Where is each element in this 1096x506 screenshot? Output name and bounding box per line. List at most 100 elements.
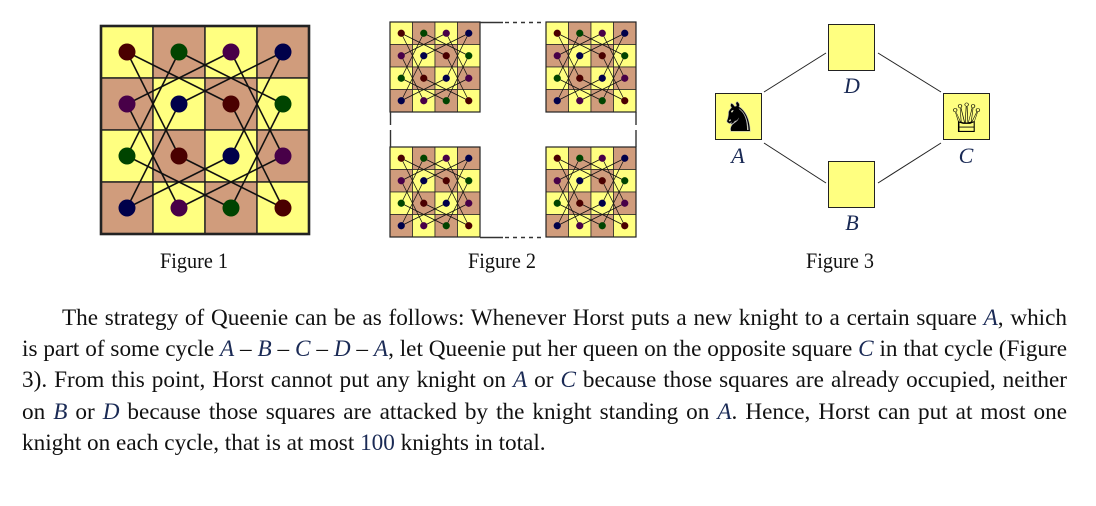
fig2-b1-dot-purple bbox=[465, 74, 473, 82]
fig2-b3-dot-red bbox=[442, 177, 450, 185]
fig2-b1-frame bbox=[389, 21, 481, 113]
fig2-b1-dot-red bbox=[420, 74, 428, 82]
fig2-b3-dot-purple bbox=[465, 199, 473, 207]
text-run: – bbox=[271, 336, 296, 363]
fig2-b4-dot-purple bbox=[576, 222, 584, 230]
text-run: The strategy of Queenie can be as follow… bbox=[62, 305, 984, 331]
fig2-b1-dot-green bbox=[465, 52, 473, 60]
text-run: . Hence, Horst can put at most one knigh… bbox=[22, 398, 1067, 456]
fig2-b4-knight-move-navy bbox=[556, 180, 581, 226]
fig1-frame bbox=[99, 24, 311, 236]
fig2-b1-dot-green bbox=[397, 74, 405, 82]
fig2-b4-dot-purple bbox=[598, 154, 606, 162]
fig2-b2-knight-move-navy bbox=[579, 32, 625, 57]
fig1-dot-purple bbox=[118, 95, 136, 113]
fig2-b4-dot-red bbox=[598, 177, 606, 185]
math-var-a: A bbox=[373, 336, 389, 363]
node-d-label: D bbox=[843, 73, 860, 98]
fig2-b4-dot-navy bbox=[553, 222, 561, 230]
fig2-b4-dot-green bbox=[576, 154, 584, 162]
fig2-b2-knight-move-purple bbox=[557, 32, 603, 57]
node-b: B bbox=[828, 161, 875, 235]
fig1-dot-red bbox=[274, 199, 292, 217]
node-a: ♞ A bbox=[715, 93, 762, 168]
fig1-dot-navy bbox=[222, 147, 240, 165]
edge-d-c bbox=[877, 52, 942, 93]
fig2-b2-dot-purple bbox=[576, 97, 584, 105]
text-run: because those squares are already occupi… bbox=[22, 367, 1068, 425]
fig2-b4-knight-move-green bbox=[556, 158, 581, 204]
fig2-b2-dot-red bbox=[598, 52, 606, 60]
text-run: – bbox=[350, 336, 374, 363]
math-var-d: D bbox=[102, 398, 120, 425]
math-var-b: B bbox=[53, 398, 68, 425]
fig1-dot-navy bbox=[274, 43, 292, 61]
math-var-c: C bbox=[858, 336, 874, 363]
fig2-board-3 bbox=[389, 146, 481, 238]
fig2-b4-dot-purple bbox=[553, 177, 561, 185]
fig1-knight-move-purple bbox=[126, 51, 232, 105]
fig2-b2-dot-green bbox=[576, 29, 584, 37]
fig2-b2-knight-move-navy bbox=[601, 33, 626, 79]
math-var-c: C bbox=[295, 336, 311, 363]
fig2-b1-dot-purple bbox=[420, 97, 428, 105]
fig2-b2-frame bbox=[545, 21, 637, 113]
fig2-b1-dot-purple bbox=[442, 29, 450, 37]
math-var-c: C bbox=[560, 367, 576, 394]
fig2-b1-dot-green bbox=[420, 29, 428, 37]
math-var-b: B bbox=[257, 336, 272, 363]
math-var-a: A bbox=[983, 305, 998, 331]
fig1-dot-purple bbox=[170, 199, 188, 217]
fig2-b4-knight-move-navy bbox=[579, 157, 625, 182]
fig2-b2-dot-navy bbox=[553, 97, 561, 105]
fig2-b4-dot-navy bbox=[598, 199, 606, 207]
fig2-b3-knight-move-navy bbox=[423, 157, 469, 182]
node-c: ♕ C bbox=[943, 93, 990, 168]
fig2-b3-knight-move-purple bbox=[423, 202, 469, 227]
fig2-b4-knight-move-purple bbox=[557, 157, 603, 182]
fig2-b4-dot-green bbox=[553, 199, 561, 207]
node-a-label: A bbox=[729, 143, 745, 168]
fig2-b1-knight-move-navy bbox=[445, 33, 470, 79]
fig2-b2-dot-green bbox=[553, 74, 561, 82]
fig1-dot-green bbox=[274, 95, 292, 113]
fig2-b1-dot-red bbox=[465, 97, 473, 105]
body-paragraph: The strategy of Queenie can be as follow… bbox=[22, 303, 1067, 459]
fig1-dot-green bbox=[222, 199, 240, 217]
fig2-b3-dot-green bbox=[397, 199, 405, 207]
fig2-b1-dot-red bbox=[397, 29, 405, 37]
fig2-b3-frame bbox=[389, 146, 481, 238]
fig1-dot-red bbox=[222, 95, 240, 113]
fig1-knight-move-green bbox=[230, 103, 284, 209]
edge-c-b bbox=[877, 142, 942, 184]
fig2-b2-knight-move-green bbox=[556, 33, 581, 79]
fig2-b2-dot-navy bbox=[576, 52, 584, 60]
node-d: D bbox=[828, 24, 875, 98]
fig2-b1-knight-move-navy bbox=[423, 32, 469, 57]
fig2-b1-knight-move-purple bbox=[423, 77, 469, 102]
fig2-b3-dot-red bbox=[397, 154, 405, 162]
figure-3-cycle-diagram: ♞ A D ♕ C B bbox=[715, 24, 990, 235]
fig1-dot-green bbox=[170, 43, 188, 61]
fig2-b1-knight-move-navy bbox=[401, 77, 447, 102]
fig2-board-1 bbox=[389, 21, 481, 113]
fig1-dot-green bbox=[118, 147, 136, 165]
fig2-b2-dot-red bbox=[553, 29, 561, 37]
fig2-b3-knight-move-green bbox=[400, 158, 425, 204]
fig2-b1-dot-navy bbox=[465, 29, 473, 37]
fig2-b2-dot-red bbox=[621, 97, 629, 105]
math-var-a: A bbox=[512, 367, 528, 394]
figure-3-caption: Figure 3 bbox=[806, 248, 875, 273]
fig2-b3-dot-navy bbox=[442, 199, 450, 207]
text-run: or bbox=[527, 367, 561, 394]
fig1-dot-purple bbox=[222, 43, 240, 61]
fig2-b2-dot-purple bbox=[553, 52, 561, 60]
fig1-knight-move-navy bbox=[230, 51, 284, 157]
fig2-b3-dot-navy bbox=[397, 222, 405, 230]
fig2-b2-dot-green bbox=[621, 52, 629, 60]
text-run: , let Queenie put her queen on the oppos… bbox=[388, 336, 859, 363]
fig2-b4-dot-navy bbox=[621, 154, 629, 162]
fig2-b4-knight-move-green bbox=[601, 180, 626, 226]
fig2-b2-knight-move-navy bbox=[557, 77, 603, 102]
text-run: knights in total. bbox=[394, 429, 546, 456]
